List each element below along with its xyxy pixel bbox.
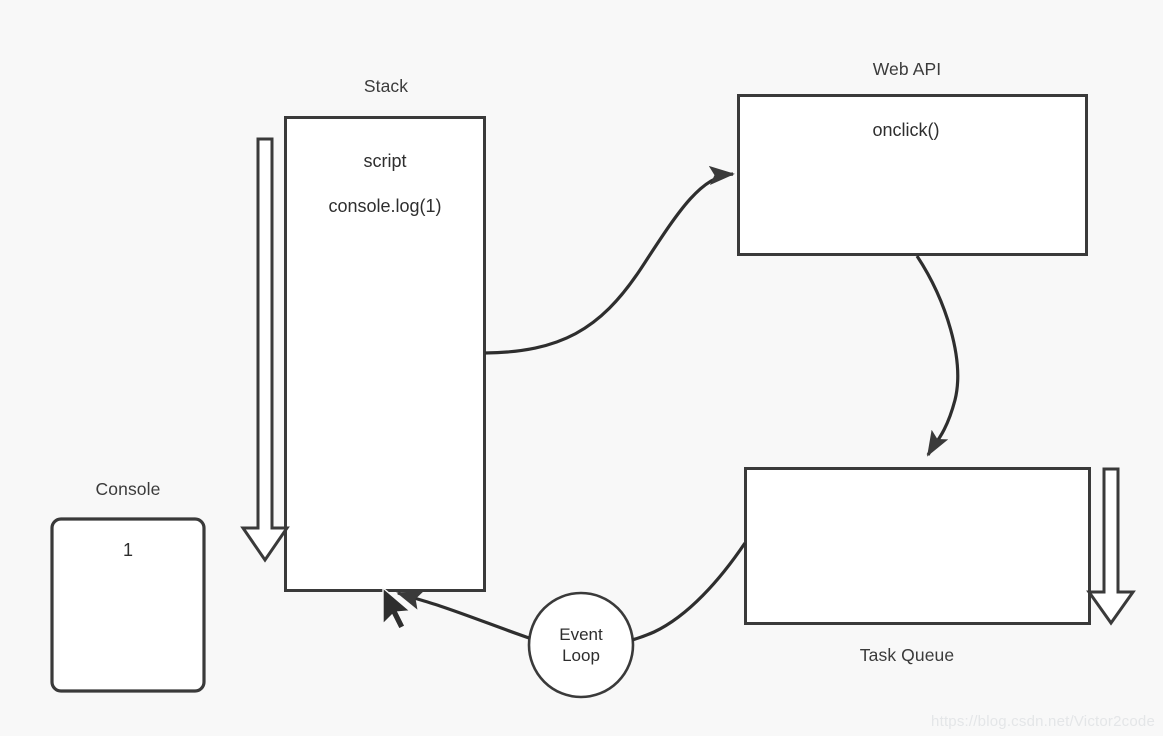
event-loop-label-line2: Loop [562,646,600,665]
stack-title: Stack [363,76,409,96]
stack-direction-arrow-icon [240,137,290,563]
event-loop-label: Event Loop [559,624,602,666]
web-api-title: Web API [872,59,942,79]
console-title: Console [95,479,161,499]
arrow-task-queue-to-event-loop [631,542,747,642]
arrow-web-api-to-task-queue [915,255,960,457]
console-box [50,517,206,693]
console-output-1: 1 [122,540,134,560]
web-api-box [737,94,1088,256]
task-queue-direction-arrow-icon [1086,467,1136,626]
arrow-event-loop-to-stack [396,591,530,640]
event-loop-label-line1: Event [559,625,603,644]
stack-frame-console-log: console.log(1) [328,196,442,216]
event-loop-circle [527,591,635,699]
stack-frame-script: script [363,151,407,171]
watermark: https://blog.csdn.net/Victor2code [931,713,1155,730]
web-api-item-onclick: onclick() [872,120,940,140]
mouse-cursor-icon [382,586,412,630]
task-queue-box [744,467,1091,625]
stack-box [284,116,486,592]
arrow-stack-to-web-api [484,165,735,355]
task-queue-title: Task Queue [859,645,955,665]
